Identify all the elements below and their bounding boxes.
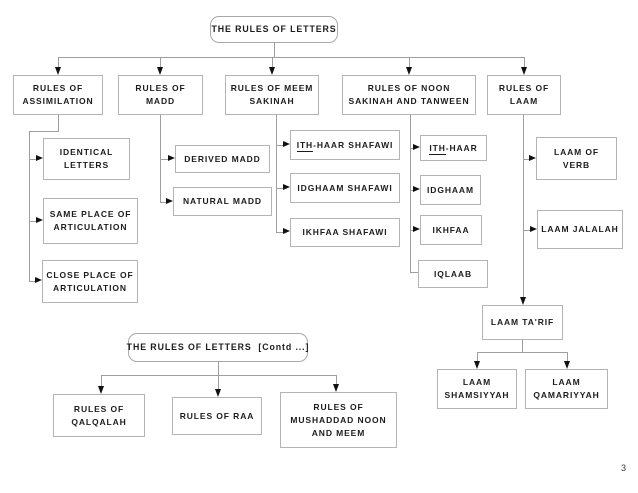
connector-line (58, 57, 59, 67)
connector-line (336, 375, 337, 384)
connector-line (276, 232, 283, 233)
connector-line (276, 115, 277, 232)
node-rules-of-meem-sakinah: RULES OF MEEM SAKINAH (225, 75, 319, 115)
arrowhead-right-icon (530, 226, 537, 232)
arrowhead-right-icon (283, 184, 290, 190)
node-ikhfaa-shafawi: IKHFAA SHAFAWI (290, 218, 400, 247)
node-ith-haar: ITH-HAAR (420, 135, 487, 161)
node-close-place-of-articulation: CLOSE PLACE OF ARTICULATION (42, 260, 138, 303)
arrowhead-right-icon (36, 217, 43, 223)
arrowhead-right-icon (166, 198, 173, 204)
arrowhead-right-icon (283, 141, 290, 147)
node-laam-shamsiyyah: LAAM SHAMSIYYAH (437, 369, 517, 409)
connector-line (524, 57, 525, 67)
node-laam-qamariyyah: LAAM QAMARIYYAH (525, 369, 608, 409)
arrowhead-down-icon (98, 386, 104, 394)
connector-line (160, 115, 161, 202)
node-laam-of-verb: LAAM OF VERB (536, 137, 617, 180)
arrowhead-right-icon (283, 228, 290, 234)
connector-line (274, 43, 275, 57)
connector-line (160, 159, 168, 160)
arrowhead-down-icon (520, 297, 526, 305)
connector-line (160, 202, 166, 203)
connector-line (410, 272, 418, 273)
connector-line (410, 230, 413, 231)
arrowhead-down-icon (157, 67, 163, 75)
node-rules-of-qalqalah: RULES OF QALQALAH (53, 394, 145, 437)
arrowhead-right-icon (413, 144, 420, 150)
arrowhead-right-icon (413, 186, 420, 192)
node-laam-jalalah: LAAM JALALAH (537, 210, 623, 249)
node-rules-of-letters-contd: THE RULES OF LETTERS [Contd ...] (126, 333, 310, 362)
connector-line (29, 131, 59, 132)
connector-line (29, 159, 36, 160)
arrowhead-right-icon (36, 155, 43, 161)
arrowhead-down-icon (55, 67, 61, 75)
connector-line (477, 352, 478, 361)
node-the-rules-of-letters: THE RULES OF LETTERS (210, 16, 338, 43)
arrowhead-down-icon (406, 67, 412, 75)
arrowhead-down-icon (521, 67, 527, 75)
arrowhead-right-icon (529, 155, 536, 161)
connector-line (523, 115, 524, 297)
arrowhead-down-icon (564, 361, 570, 369)
connector-line (410, 190, 413, 191)
node-ith-haar-shafawi-label: ITH-HAAR SHAFAWI (296, 139, 394, 152)
arrowhead-right-icon (413, 226, 420, 232)
node-ikhfaa: IKHFAA (420, 215, 482, 245)
node-derived-madd: DERIVED MADD (175, 145, 270, 173)
arrowhead-down-icon (474, 361, 480, 369)
node-rules-of-assimilation: RULES OF ASSIMILATION (13, 75, 103, 115)
node-rules-of-raa: RULES OF RAA (172, 397, 262, 435)
connector-line (160, 57, 161, 67)
connector-line (522, 340, 523, 352)
node-laam-tarif: LAAM TA'RIF (482, 305, 563, 340)
node-iqlaab: IQLAAB (418, 260, 488, 288)
connector-line (218, 362, 219, 375)
connector-line (410, 148, 413, 149)
connector-line (29, 281, 35, 282)
connector-line (276, 188, 283, 189)
node-rules-of-laam: RULES OF LAAM (487, 75, 561, 115)
connector-line (29, 131, 30, 282)
connector-line (523, 159, 529, 160)
node-rules-of-noon-sakinah-and-tanween: RULES OF NOON SAKINAH AND TANWEEN (342, 75, 476, 115)
node-idghaam-shafawi: IDGHAAM SHAFAWI (290, 173, 400, 203)
arrowhead-down-icon (215, 389, 221, 397)
node-the-rules-of-letters-label: THE RULES OF LETTERS (211, 24, 337, 34)
connector-line (477, 352, 567, 353)
connector-line (101, 375, 102, 386)
connector-line (523, 230, 530, 231)
node-rules-of-mushaddad-noon-and-meem: RULES OF MUSHADDAD NOON AND MEEM (280, 392, 397, 448)
node-natural-madd: NATURAL MADD (173, 187, 272, 216)
connector-line (29, 221, 36, 222)
connector-line (410, 115, 411, 272)
connector-line (58, 57, 524, 58)
connector-line (409, 57, 410, 67)
connector-line (567, 352, 568, 361)
arrowhead-right-icon (35, 277, 42, 283)
arrowhead-down-icon (269, 67, 275, 75)
node-rules-of-letters-contd-label: THE RULES OF LETTERS [Contd ...] (126, 342, 310, 352)
connector-line (218, 375, 219, 389)
arrowhead-down-icon (333, 384, 339, 392)
connector-line (58, 115, 59, 131)
node-same-place-of-articulation: SAME PLACE OF ARTICULATION (43, 198, 138, 244)
connector-line (276, 145, 283, 146)
node-ith-haar-label: ITH-HAAR (429, 142, 478, 155)
connector-line (272, 57, 273, 67)
page-number: 3 (620, 463, 626, 473)
arrowhead-right-icon (168, 155, 175, 161)
node-rules-of-madd: RULES OF MADD (118, 75, 203, 115)
node-ith-haar-shafawi: ITH-HAAR SHAFAWI (290, 130, 400, 160)
node-idghaam: IDGHAAM (420, 175, 481, 205)
node-identical-letters: IDENTICAL LETTERS (43, 138, 130, 180)
